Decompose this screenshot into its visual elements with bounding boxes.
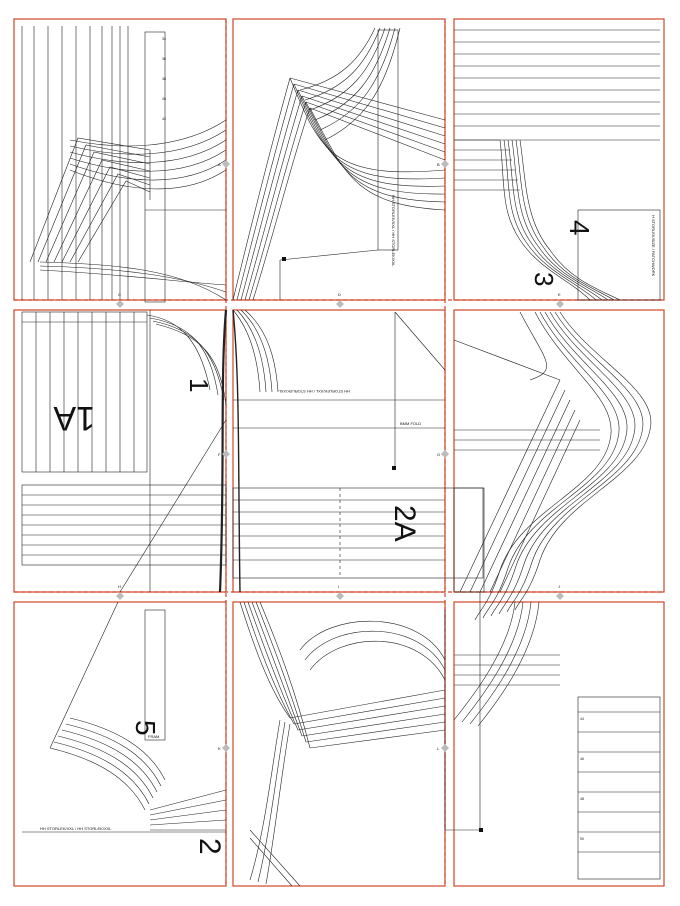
piece-number-2a: 2A (388, 505, 421, 542)
piece-number-1a: 1A (53, 399, 95, 437)
piece-labels: 1 1A 2A 3 4 5 2 HH STORLEK/XXL / HH STOR… (40, 195, 656, 855)
piece-number-3: 3 (529, 272, 559, 286)
tick-48: 48 (580, 797, 584, 801)
align-d: D (338, 292, 341, 297)
piece-5 (22, 601, 227, 833)
tick-46: 46 (580, 757, 584, 761)
piece-number-4: 4 (564, 220, 595, 236)
size-label-2: HH STORLEK/XXL / HH STORLEK/XXL (278, 389, 350, 394)
align-g: G (437, 452, 440, 457)
size-label-3: HH STORLEK/XXL / HH STORLEK/XXL (40, 826, 112, 831)
tick-42: 42 (162, 117, 166, 121)
h-size-label: H STORLEK/SIZE / PATCHWORK (651, 215, 656, 277)
tick-38: 38 (162, 77, 166, 81)
piece-1a (21, 309, 228, 593)
align-j: J (558, 584, 560, 589)
align-h: H (118, 584, 121, 589)
tick-36: 36 (162, 57, 166, 61)
piece-3-upper (454, 29, 661, 301)
piece-1-upper (21, 26, 227, 303)
piece-2-upper (232, 27, 446, 301)
tile-r2c3 (453, 309, 665, 593)
front-label: FRAM (148, 734, 159, 739)
piece-2-lower (239, 592, 481, 887)
align-a: A (218, 162, 221, 167)
square-markers (282, 257, 483, 832)
piece-2a (232, 309, 484, 593)
tick-44: 44 (580, 717, 584, 721)
align-c: C (118, 292, 121, 297)
align-f: F (218, 452, 221, 457)
piece-number-1: 1 (184, 378, 214, 392)
size-label-1: HH STORLEK/XXL / HH STORLEK/XXL (391, 195, 396, 267)
piece-number-2: 2 (193, 838, 226, 855)
piece-3-lower (453, 601, 661, 880)
pattern-lines (21, 26, 661, 887)
piece-3-middle (453, 311, 652, 621)
piece-number-5: 5 (130, 720, 161, 736)
alignment-marks (116, 160, 564, 752)
tick-34: 34 (162, 37, 166, 41)
tick-50: 50 (580, 837, 584, 841)
align-k: K (218, 746, 221, 751)
align-e: E (558, 292, 561, 297)
align-b: B (437, 162, 440, 167)
align-i: I (338, 584, 339, 589)
alignment-mark-labels: A B C D E F G H I J K L (118, 162, 561, 751)
tile-r1c3 (453, 18, 665, 301)
align-l: L (437, 746, 440, 751)
fold-label: BMM FOLD (400, 421, 421, 426)
tick-40: 40 (162, 97, 166, 101)
tile-r3c3 (453, 601, 665, 887)
size-ticks: 34 36 38 40 42 44 46 48 50 (162, 37, 584, 841)
tile-r2c2 (232, 309, 446, 593)
